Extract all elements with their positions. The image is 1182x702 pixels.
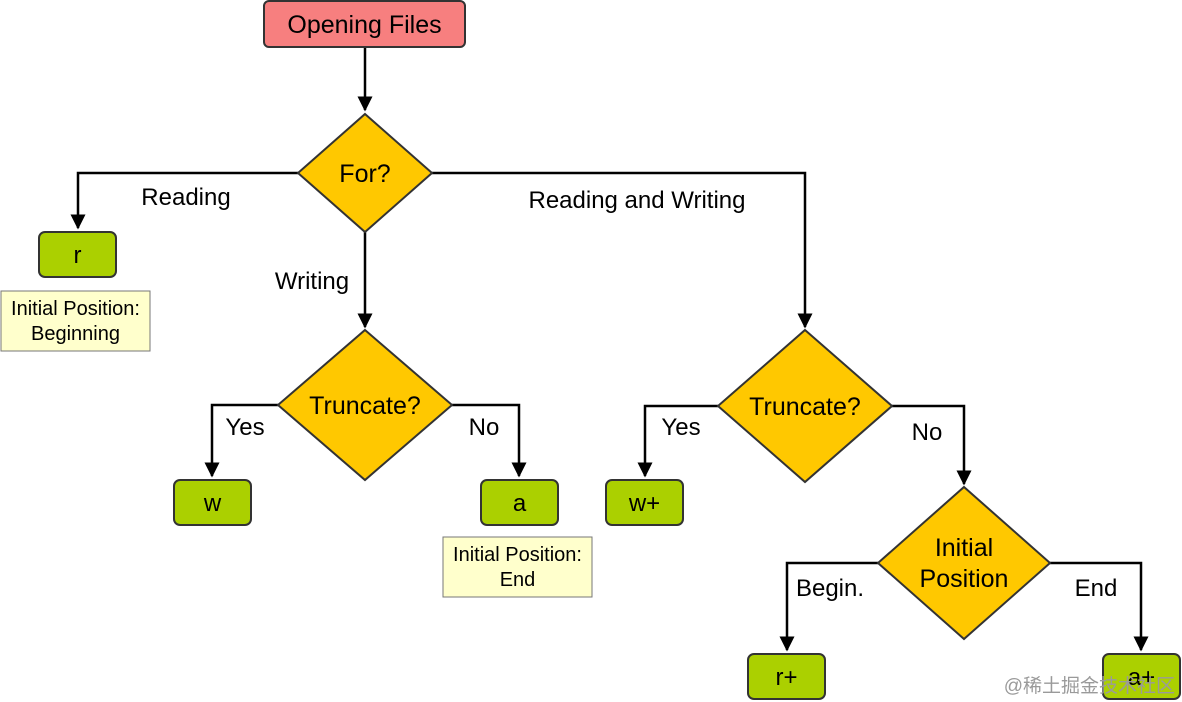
edge-label-end: End <box>1075 575 1118 602</box>
result-a-plus-shape <box>1102 653 1181 700</box>
edge-labels: Reading Reading and Writing Writing Yes … <box>141 184 1117 602</box>
truncate-decision-left-label: Truncate? <box>309 392 421 420</box>
edge-for-to-truncate-right <box>432 171 813 329</box>
result-w-shape <box>173 479 252 526</box>
edge-label-yes-right: Yes <box>661 414 700 441</box>
edge-label-reading-and-writing: Reading and Writing <box>528 187 745 214</box>
result-r-label: r <box>74 242 82 269</box>
result-a-plus: a+ <box>1102 653 1181 700</box>
result-a-plus-label: a+ <box>1128 664 1155 691</box>
edge-truncate-left-to-w <box>204 403 278 478</box>
truncate-decision-left: Truncate? <box>276 328 454 482</box>
note-r-shape <box>0 290 151 352</box>
edge-initial-position-to-rplus <box>779 561 878 652</box>
for-decision: For? <box>296 112 434 234</box>
note-r-line1: Initial Position: <box>11 298 140 320</box>
start-node-label: Opening Files <box>287 11 441 39</box>
edge-initial-position-to-aplus <box>1050 561 1149 652</box>
result-r-plus-shape <box>747 653 826 700</box>
note-a-line1: Initial Position: <box>453 544 582 566</box>
note-a-shape <box>442 536 593 598</box>
truncate-decision-left-shape <box>276 328 454 482</box>
truncate-decision-right-label: Truncate? <box>749 393 861 421</box>
truncate-decision-right: Truncate? <box>716 328 894 484</box>
result-r-plus-label: r+ <box>775 664 797 691</box>
watermark: @稀土掘金技术社区 <box>1004 675 1175 697</box>
edge-label-begin: Begin. <box>796 575 864 602</box>
result-r: r <box>38 231 117 278</box>
note-a-line2: End <box>500 569 536 591</box>
for-decision-label: For? <box>339 160 390 188</box>
result-a: a <box>480 479 559 526</box>
edge-label-no-right: No <box>912 419 943 446</box>
edge-truncate-right-to-initial-position <box>892 404 972 486</box>
result-r-plus: r+ <box>747 653 826 700</box>
initial-position-label-line2: Position <box>920 565 1009 593</box>
edge-for-to-r <box>70 171 298 230</box>
edges <box>70 48 1149 652</box>
result-a-label: a <box>513 490 527 517</box>
edge-label-writing: Writing <box>275 268 349 295</box>
result-r-shape <box>38 231 117 278</box>
initial-position-decision: Initial Position <box>876 485 1052 641</box>
note-r-line2: Beginning <box>31 323 120 345</box>
edge-label-no-left: No <box>469 414 500 441</box>
start-node: Opening Files <box>263 0 466 48</box>
for-decision-shape <box>296 112 434 234</box>
note-a: Initial Position: End <box>442 536 593 598</box>
result-w: w <box>173 479 252 526</box>
truncate-decision-right-shape <box>716 328 894 484</box>
start-node-shape <box>263 0 466 48</box>
initial-position-label-line1: Initial <box>935 534 993 562</box>
result-w-plus-shape <box>605 479 684 526</box>
note-r: Initial Position: Beginning <box>0 290 151 352</box>
edge-truncate-right-to-wplus <box>637 404 718 478</box>
result-w-plus-label: w+ <box>628 490 660 517</box>
result-w-label: w <box>203 490 222 517</box>
result-a-shape <box>480 479 559 526</box>
edge-truncate-left-to-a <box>452 403 527 478</box>
result-w-plus: w+ <box>605 479 684 526</box>
edge-label-reading: Reading <box>141 184 230 211</box>
edge-label-yes-left: Yes <box>225 414 264 441</box>
initial-position-decision-shape <box>876 485 1052 641</box>
